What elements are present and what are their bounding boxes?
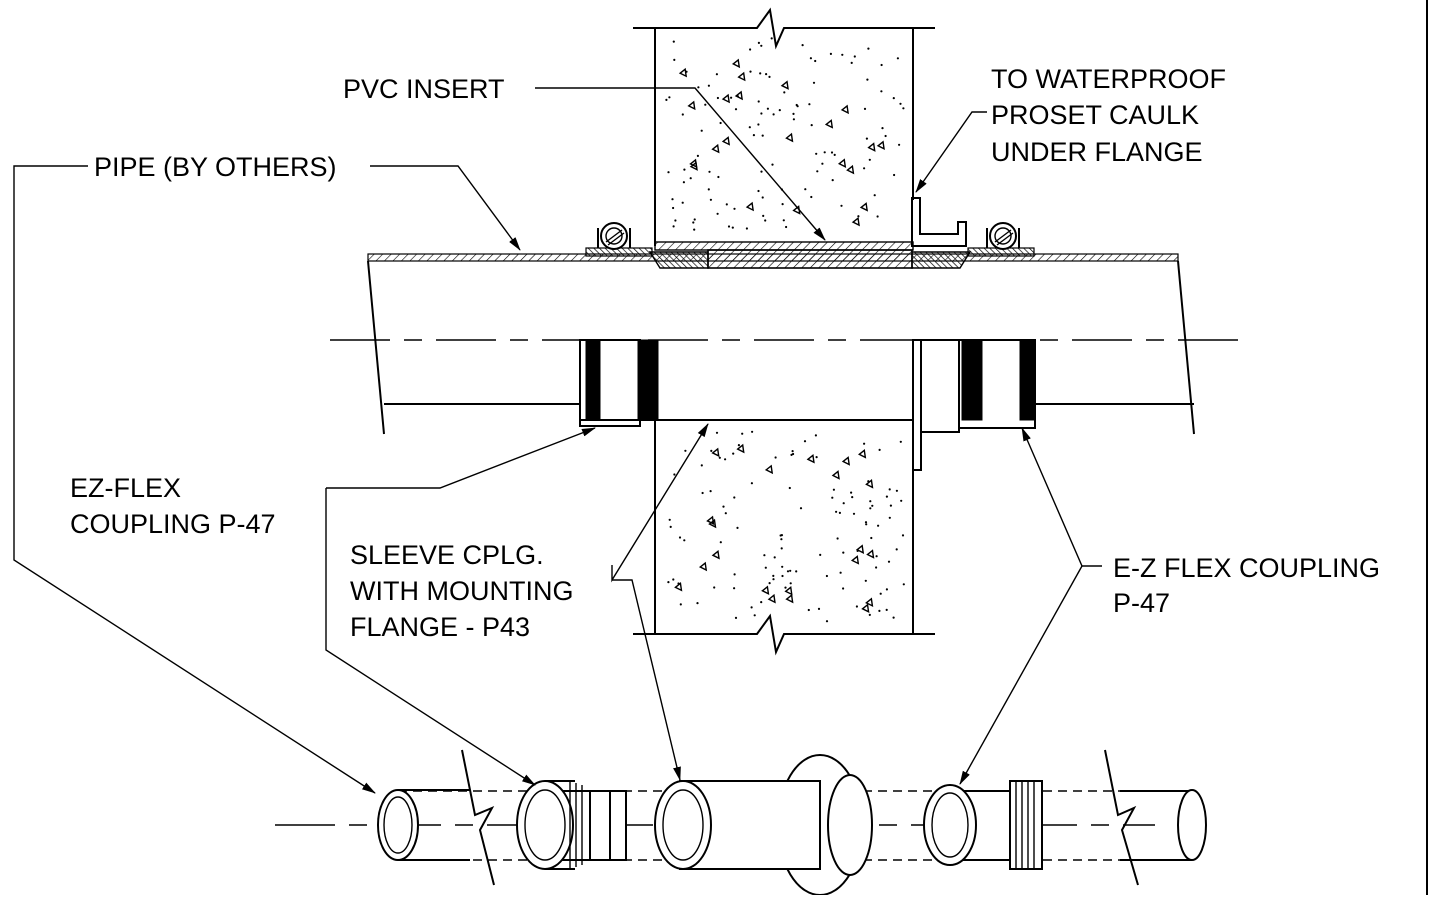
label-ez-flex-line2: COUPLING P-47 [70,509,276,539]
coupling-elevation-right [958,339,1036,429]
concrete-wall-lower [633,419,935,656]
break-line-bottom [633,613,935,656]
ez-flex-coupling-exploded-left [516,780,627,870]
label-pipe: PIPE (BY OTHERS) [94,152,337,182]
coupling-elevation-left [579,339,659,427]
label-waterproof-line2: PROSET CAULK [991,100,1199,130]
break-line-top [633,7,935,50]
sleeve-elevation [912,339,960,471]
pipe-section [367,197,1195,435]
leader-lines [13,87,1102,794]
label-pvc-insert: PVC INSERT [343,74,505,104]
pvc-insert-shape [707,249,913,269]
label-ez-flex-line1: EZ-FLEX [70,473,181,503]
label-sleeve-line2: WITH MOUNTING [350,576,573,606]
label-e-z-flex-line2: P-47 [1113,588,1170,618]
label-sleeve-line3: FLANGE - P43 [350,612,530,642]
label-sleeve-line1: SLEEVE CPLG. [350,540,544,570]
label-e-z-flex-line1: E-Z FLEX COUPLING [1113,553,1380,583]
sleeve-coupling-exploded [654,754,873,896]
label-waterproof-line1: TO WATERPROOF [991,64,1226,94]
concrete-wall-upper [633,7,935,246]
label-waterproof-line3: UNDER FLANGE [991,137,1203,167]
clamp-screw-left [597,222,631,250]
exploded-view [275,749,1207,896]
pipe-end-right [1177,789,1207,861]
ez-flex-coupling-exploded-right [923,780,1043,870]
clamp-screw-right [986,222,1020,250]
